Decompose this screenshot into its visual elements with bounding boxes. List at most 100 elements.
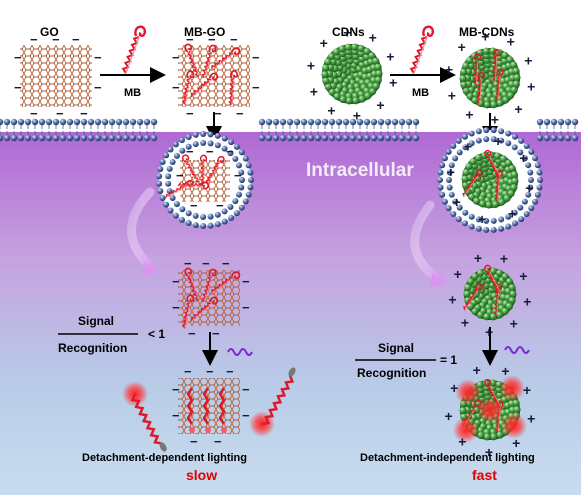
- relation-label-right: = 1: [440, 353, 457, 367]
- lipid-head: [498, 216, 505, 223]
- lipid-head: [483, 226, 490, 233]
- charge-sign: +: [500, 251, 508, 267]
- lipid-head: [528, 148, 535, 155]
- nanodot: [467, 277, 475, 286]
- charge-sign: −: [234, 168, 242, 183]
- nanodot: [344, 43, 352, 51]
- charge-sign: +: [444, 408, 452, 424]
- nanodot: [491, 200, 500, 209]
- lipid-head: [38, 118, 46, 126]
- lipid-head: [136, 134, 144, 142]
- probe-end: [189, 427, 195, 433]
- lipid-head: [377, 134, 385, 142]
- lipid-head: [536, 118, 544, 126]
- lipid-head: [24, 134, 32, 142]
- nanodot: [368, 52, 376, 60]
- lipid-head: [248, 177, 254, 183]
- nanodot: [504, 159, 513, 167]
- lipid-head: [232, 155, 239, 162]
- charge-sign: +: [307, 58, 315, 74]
- charge-sign: −: [172, 382, 180, 397]
- lipid-head: [87, 134, 95, 142]
- mb-label-right: MB: [412, 87, 429, 99]
- lipid-head: [245, 191, 252, 198]
- mb-cdns-label: MB-CDNs: [459, 25, 515, 39]
- relation-label-left: < 1: [148, 327, 165, 341]
- nanodot: [358, 95, 366, 103]
- lipid-head: [536, 184, 543, 191]
- charge-sign: −: [172, 50, 180, 65]
- lipid-head: [228, 214, 235, 221]
- lipid-head: [207, 140, 214, 147]
- lipid-head: [286, 118, 294, 126]
- charge-sign: +: [447, 164, 455, 180]
- lipid-head: [192, 212, 199, 219]
- charge-sign: −: [72, 32, 80, 47]
- nanodot: [338, 45, 346, 53]
- lipid-head: [179, 147, 186, 154]
- quencher: [288, 367, 296, 377]
- charge-sign: +: [386, 49, 394, 65]
- nanodot: [364, 92, 372, 100]
- nanodot: [495, 311, 504, 319]
- lipid-head: [179, 137, 185, 144]
- lipid-head: [200, 131, 207, 138]
- charge-sign: −: [188, 326, 196, 341]
- nanodot: [476, 49, 484, 57]
- charge-sign: −: [236, 106, 244, 121]
- nanodot: [322, 77, 330, 85]
- lipid-head: [468, 130, 475, 137]
- charge-sign: −: [186, 32, 194, 47]
- lipid-head: [245, 162, 252, 169]
- lipid-head: [475, 137, 482, 144]
- lipid-head: [165, 173, 172, 180]
- lipid-head: [236, 191, 243, 198]
- nanodot: [508, 164, 516, 173]
- lipid-head: [307, 118, 315, 126]
- probe-end: [205, 427, 211, 433]
- light-wave-icon: [227, 348, 253, 356]
- lipid-head: [342, 134, 350, 142]
- lipid-head: [122, 134, 130, 142]
- molecular-beacon-icon: [177, 181, 210, 190]
- lipid-head: [517, 149, 524, 156]
- lipid-head: [384, 118, 392, 126]
- lipid-head: [136, 118, 144, 126]
- nanodot: [489, 47, 497, 55]
- nanodot: [339, 95, 347, 104]
- lipid-head: [115, 134, 123, 142]
- nanodot: [463, 290, 471, 298]
- molecular-beacon-icon: [181, 154, 201, 183]
- lipid-head: [265, 134, 273, 142]
- lipid-head: [532, 198, 539, 205]
- nanodot: [459, 74, 467, 83]
- endocytosis-arrow-left: [127, 187, 157, 273]
- lipid-head: [356, 134, 364, 142]
- charge-sign: −: [242, 382, 250, 397]
- nanodot: [459, 406, 467, 415]
- nanodot: [485, 201, 493, 209]
- molecular-beacon-icon: [228, 70, 239, 105]
- charge-sign: −: [222, 256, 230, 271]
- endosome-icon: −−−−−−−: [156, 131, 254, 229]
- charge-sign: −: [52, 32, 60, 47]
- nanodot: [510, 183, 518, 192]
- lipid-head: [483, 136, 490, 143]
- molecular-beacon-icon: [484, 264, 501, 294]
- lipid-head: [512, 133, 518, 140]
- lipid-head: [272, 134, 280, 142]
- caption-right: Detachment-independent lighting: [360, 452, 535, 464]
- probe-stem: [186, 387, 194, 425]
- charge-sign: −: [226, 364, 234, 379]
- lipid-head: [143, 134, 151, 142]
- nanodot: [508, 283, 516, 292]
- lipid-head: [214, 211, 221, 218]
- charge-sign: −: [214, 434, 222, 449]
- lipid-head: [328, 118, 336, 126]
- lipid-head: [31, 134, 39, 142]
- lipid-head: [398, 134, 406, 142]
- lipid-head: [349, 134, 357, 142]
- lipid-head: [227, 203, 234, 210]
- lipid-head: [227, 150, 234, 157]
